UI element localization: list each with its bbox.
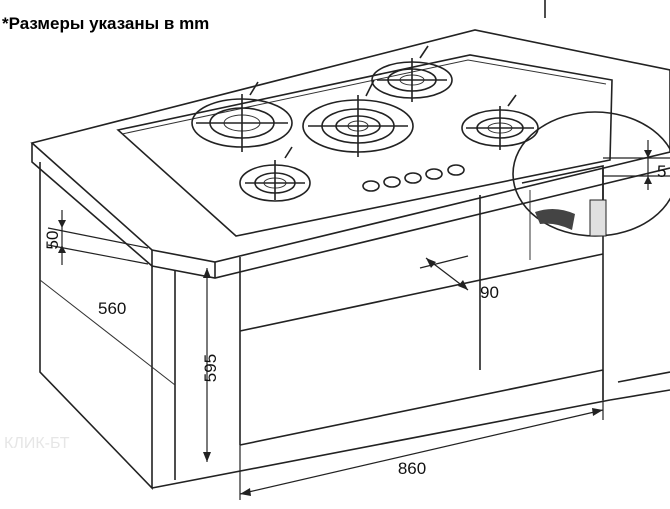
detail-callout xyxy=(512,111,670,237)
dim-860-label: 860 xyxy=(398,459,426,478)
watermark-text: КЛИК-БТ xyxy=(4,435,70,452)
burner-center-wok xyxy=(302,79,414,157)
dimension-side-clearance: 5 xyxy=(603,140,670,190)
control-knobs xyxy=(362,164,465,192)
back-wall xyxy=(544,0,670,401)
hob-glass-panel xyxy=(116,54,613,237)
dim-595-label: 595 xyxy=(201,354,220,382)
dim-560-label: 560 xyxy=(98,299,126,318)
dimension-gap: 90 xyxy=(419,255,499,302)
dim-90-label: 90 xyxy=(480,283,499,302)
units-note: *Размеры указаны в mm xyxy=(2,14,210,33)
dim-5-label: 5 xyxy=(657,162,666,181)
burner-rear-right xyxy=(371,45,453,102)
cabinet xyxy=(39,162,611,490)
burner-front-right xyxy=(461,94,539,150)
dim-50-label: 50 xyxy=(43,231,62,250)
dimension-cabinet-height: 595 xyxy=(201,268,220,462)
countertop xyxy=(30,29,670,279)
burner-front-left xyxy=(239,146,311,202)
burner-rear-left xyxy=(191,81,293,152)
dimension-width: 860 xyxy=(239,370,604,500)
dimension-counter-thickness: 50 xyxy=(43,210,149,265)
